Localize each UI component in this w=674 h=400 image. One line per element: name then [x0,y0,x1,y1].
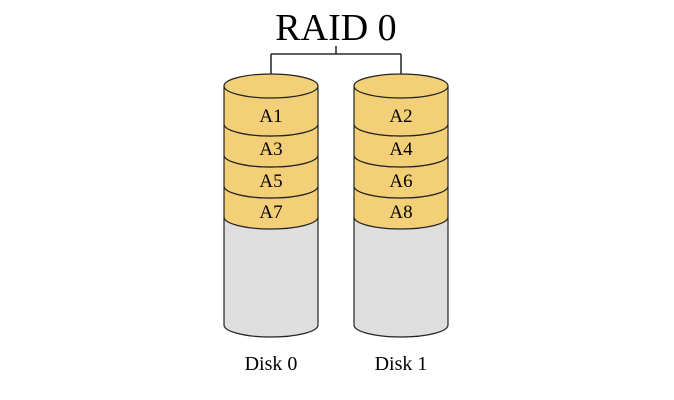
disk-0-block-label-3: A5 [259,171,282,192]
disk-0-block-a1 [223,85,319,137]
disk-0-block-label-4: A7 [259,202,282,223]
disk-1-block-label-4: A8 [389,202,412,223]
disk-1-block-label-3: A6 [389,171,412,192]
disk-1-top-cap [353,73,449,99]
disk-0-block-label-1: A1 [259,106,282,127]
disk-1-block-label-2: A4 [389,139,413,160]
disk-0-top-cap [223,73,319,99]
disk-0-label: Disk 0 [245,353,298,375]
disk-1-block-label-1: A2 [389,106,412,127]
diagram-title: RAID 0 [275,7,396,49]
disk-0-empty-body [223,216,319,338]
disk-1: A2 A4 A6 A8 Disk 1 [353,73,449,375]
disk-0: A1 A3 A5 A7 Disk 0 [223,73,319,375]
disk-1-empty-body [353,216,449,338]
disk-1-block-a2 [353,85,449,137]
disk-0-block-label-2: A3 [259,139,282,160]
disk-1-label: Disk 1 [375,353,428,375]
